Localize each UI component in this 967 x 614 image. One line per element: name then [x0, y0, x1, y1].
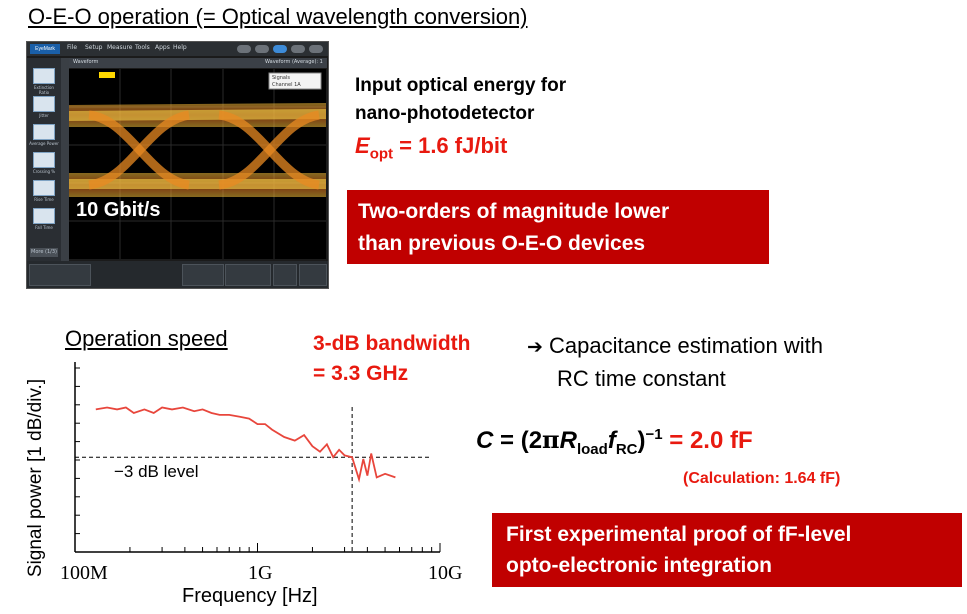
scope-auto-button[interactable] — [309, 45, 323, 53]
bandwidth-label: 3-dB bandwidth = 3.3 GHz — [313, 329, 470, 389]
scope-menu-setup[interactable]: Setup — [85, 44, 103, 51]
magnitude-lower-box: Two-orders of magnitude lower than previ… — [347, 190, 769, 264]
scope-menu-measure[interactable]: Measure — [107, 44, 133, 51]
formula-f-sub: RC — [615, 440, 638, 458]
bandwidth-line1: 3-dB bandwidth — [313, 332, 471, 355]
fall-time-icon[interactable] — [33, 208, 55, 224]
extinction-ratio-icon[interactable] — [33, 68, 55, 84]
scope-status-box-3[interactable] — [225, 264, 271, 286]
scope-run-button[interactable] — [237, 45, 251, 53]
rise-time-icon[interactable] — [33, 180, 55, 196]
scope-clear-button[interactable] — [291, 45, 305, 53]
scope-more-button[interactable]: More (1/3) — [30, 248, 58, 257]
waveform-tab[interactable]: Waveform — [73, 59, 99, 65]
side-label-crossing: Crossing % — [32, 169, 56, 174]
input-energy-label: Input optical energy for nano-photodetec… — [355, 72, 655, 128]
formula-eq: = (2 — [493, 427, 543, 454]
capacitance-line2: RC time constant — [557, 366, 726, 391]
side-label-avg-power: Average Power — [29, 141, 59, 146]
scope-stop-button[interactable] — [255, 45, 269, 53]
scope-menubar: EyeMark File Setup Measure Tools Apps He… — [27, 42, 328, 56]
x-tick-label: 10G — [428, 562, 463, 584]
scope-menu-tools[interactable]: Tools — [135, 44, 150, 51]
formula-exp: −1 — [645, 426, 663, 443]
x-tick-label: 1G — [248, 562, 273, 584]
oscilloscope-screenshot: EyeMark File Setup Measure Tools Apps He… — [26, 41, 329, 289]
bandwidth-line2: = 3.3 GHz — [313, 362, 409, 385]
scope-menu-help[interactable]: Help — [173, 44, 187, 51]
side-label-jitter: Jitter — [39, 113, 49, 118]
formula-close: ) — [637, 427, 646, 454]
signals-label: Signals — [272, 75, 290, 81]
scope-status-box-5[interactable] — [299, 264, 327, 286]
response-curve — [95, 406, 396, 483]
waveform-average-label: Waveform (Average): 1 — [265, 59, 323, 65]
level-annotation: −3 dB level — [114, 462, 199, 481]
scope-status-box-4[interactable] — [273, 264, 297, 286]
proof-line2: opto-electronic integration — [506, 554, 773, 577]
formula-result: = 2.0 fF — [662, 427, 753, 454]
side-label-fall: Fall Time — [35, 225, 53, 230]
first-proof-box: First experimental proof of fF-level opt… — [492, 513, 962, 587]
magnitude-line1: Two-orders of magnitude lower — [358, 200, 670, 223]
formula-pi: π — [542, 425, 560, 454]
formula-r: R — [559, 427, 577, 454]
formula-c: C — [476, 427, 494, 454]
eye-diagram-screen: Signals Channel 1A — [69, 69, 326, 259]
bit-rate-label: 10 Gbit/s — [76, 199, 161, 221]
scope-logo: EyeMark — [30, 44, 60, 54]
scope-sidebar: Extinction Ratio Jitter Average Power Cr… — [27, 58, 61, 261]
formula-f: f — [607, 427, 616, 454]
capacitance-line1-text: Capacitance estimation with — [549, 333, 823, 358]
eopt-symbol: E — [355, 133, 370, 158]
calculation-note: (Calculation: 1.64 fF) — [683, 470, 841, 487]
scope-menu-file[interactable]: File — [67, 44, 78, 51]
formula-r-sub: load — [576, 440, 608, 458]
eye-diagram: Signals Channel 1A — [69, 69, 326, 259]
proof-line1: First experimental proof of fF-level — [506, 523, 852, 546]
x-tick-label: 100M — [60, 562, 108, 584]
eopt-value: Eopt = 1.6 fJ/bit — [355, 133, 507, 162]
marker-icon — [99, 72, 115, 78]
eopt-subscript: opt — [369, 145, 394, 163]
average-power-icon[interactable] — [33, 124, 55, 140]
jitter-icon[interactable] — [33, 96, 55, 112]
input-energy-line2: nano-photodetector — [355, 103, 535, 124]
scope-menu-apps[interactable]: Apps — [155, 44, 170, 51]
scope-vertical-tab[interactable] — [61, 58, 69, 261]
crossing-icon[interactable] — [33, 152, 55, 168]
capacitance-line1: ➔ Capacitance estimation with — [527, 330, 823, 363]
eopt-number: = 1.6 fJ/bit — [393, 133, 508, 158]
x-axis-label: Frequency [Hz] — [182, 585, 318, 607]
signals-legend — [268, 72, 322, 90]
input-energy-line1: Input optical energy for — [355, 75, 567, 96]
capacitance-formula: C = (2πRloadfRC)−1 = 2.0 fF — [476, 425, 753, 458]
operation-speed-title: Operation speed — [65, 326, 228, 351]
scope-status-box-2[interactable] — [182, 264, 224, 286]
channel-label: Channel 1A — [272, 82, 301, 88]
scope-waveform-header: Waveform Waveform (Average): 1 — [69, 58, 327, 68]
magnitude-line2: than previous O-E-O devices — [358, 232, 646, 255]
page-title: O-E-O operation (= Optical wavelength co… — [28, 4, 528, 29]
scope-status-box-1[interactable] — [29, 264, 91, 286]
side-label-rise: Rise Time — [34, 197, 54, 202]
side-label-extinction: Extinction Ratio — [34, 85, 54, 95]
arrow-icon: ➔ — [527, 336, 543, 358]
scope-single-button[interactable] — [273, 45, 287, 53]
scope-bottom-bar — [27, 261, 328, 288]
capacitance-text: ➔ Capacitance estimation with RC time co… — [527, 330, 823, 394]
